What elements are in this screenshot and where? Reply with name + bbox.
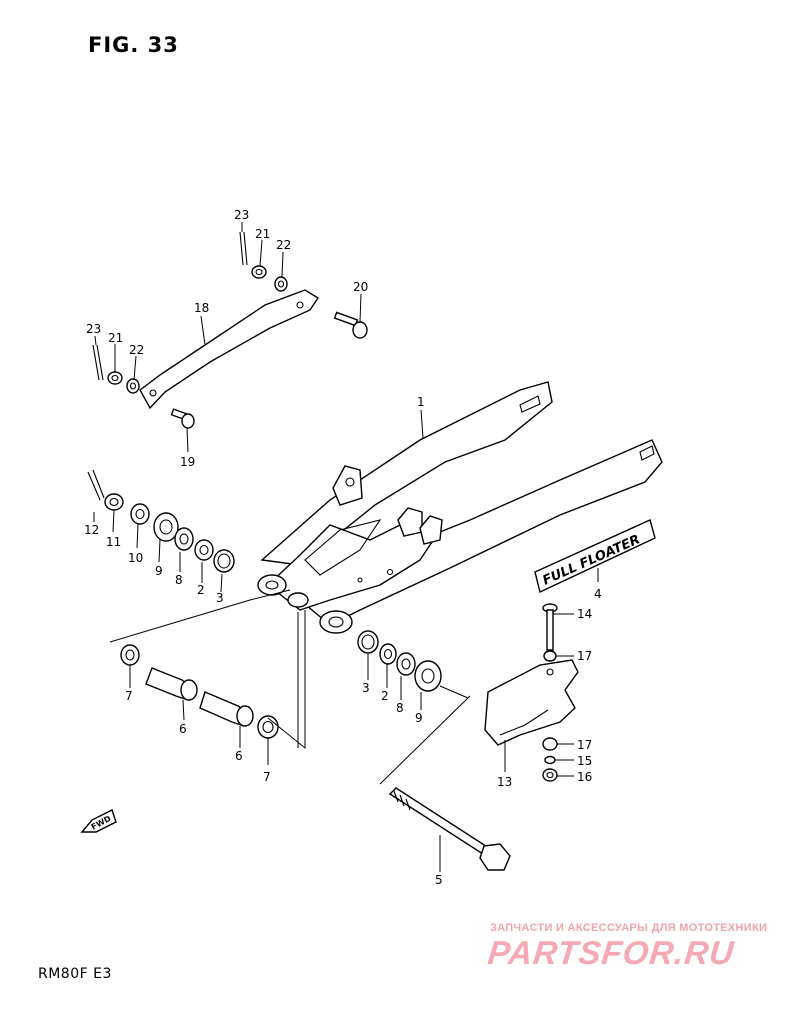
rod-bolt-19 bbox=[170, 408, 195, 429]
callout-23-upper: 23 bbox=[234, 208, 249, 222]
bearing-3-right bbox=[357, 630, 379, 654]
washer-15 bbox=[544, 755, 556, 765]
callout-10: 10 bbox=[128, 551, 143, 565]
bearing-3-left bbox=[213, 549, 235, 573]
bolt-14 bbox=[542, 603, 558, 651]
torque-link-rod bbox=[139, 289, 319, 410]
washer-10 bbox=[130, 503, 150, 525]
callout-1: 1 bbox=[417, 395, 425, 409]
callout-21-lower: 21 bbox=[108, 331, 123, 345]
callout-6-right: 6 bbox=[235, 749, 243, 763]
callout-3-right: 3 bbox=[362, 681, 370, 695]
callout-15: 15 bbox=[577, 754, 592, 768]
nut-11 bbox=[104, 493, 124, 511]
chain-guide-13 bbox=[484, 659, 579, 746]
castle-nut-21-lower bbox=[107, 371, 123, 385]
decal-text: FULL FLOATER bbox=[541, 532, 643, 588]
callout-18: 18 bbox=[194, 301, 209, 315]
seal-7-lower bbox=[257, 715, 279, 739]
callout-2-left: 2 bbox=[197, 583, 205, 597]
callout-7-lower: 7 bbox=[263, 770, 271, 784]
model-code: RM80F E3 bbox=[38, 966, 112, 982]
forward-arrow: FWD bbox=[80, 809, 117, 833]
cotter-pin-12 bbox=[87, 469, 105, 501]
swingarm bbox=[257, 381, 663, 634]
castle-nut-21-upper bbox=[251, 265, 267, 279]
callout-11: 11 bbox=[106, 535, 121, 549]
callout-5: 5 bbox=[435, 873, 443, 887]
callout-17-upper: 17 bbox=[577, 649, 592, 663]
callout-4: 4 bbox=[594, 587, 602, 601]
callout-labels: 23 21 22 20 18 23 21 22 1 19 12 11 10 9 … bbox=[84, 208, 602, 887]
callout-12: 12 bbox=[84, 523, 99, 537]
callout-22-upper: 22 bbox=[276, 238, 291, 252]
seal-9-left bbox=[153, 512, 179, 542]
callout-20: 20 bbox=[353, 280, 368, 294]
callout-22-lower: 22 bbox=[129, 343, 144, 357]
collar-17-lower bbox=[542, 737, 558, 751]
callout-13: 13 bbox=[497, 775, 512, 789]
seal-7-upper bbox=[120, 644, 140, 666]
callout-6-left: 6 bbox=[179, 722, 187, 736]
spacer-8-left bbox=[174, 527, 194, 551]
nut-16 bbox=[542, 768, 558, 782]
callout-7-upper: 7 bbox=[125, 689, 133, 703]
leader-lines bbox=[93, 222, 599, 872]
watermark-logo: PARTSFOR.RU bbox=[486, 934, 737, 971]
callout-8-left: 8 bbox=[175, 573, 183, 587]
collar-6-right bbox=[199, 691, 254, 727]
collar-6-left bbox=[145, 667, 198, 701]
callout-8-right: 8 bbox=[396, 701, 404, 715]
callout-17-lower: 17 bbox=[577, 738, 592, 752]
callout-21-upper: 21 bbox=[255, 227, 270, 241]
spacer-8-right bbox=[396, 652, 416, 676]
callout-3-left: 3 bbox=[216, 591, 224, 605]
pivot-bolt-5 bbox=[388, 787, 511, 871]
full-floater-decal: FULL FLOATER bbox=[534, 519, 656, 593]
cotter-pin-23-upper bbox=[239, 231, 248, 266]
callout-23-lower: 23 bbox=[86, 322, 101, 336]
callout-14: 14 bbox=[577, 607, 592, 621]
callout-9-left: 9 bbox=[155, 564, 163, 578]
watermark-tagline: ЗАПЧАСТИ И АКСЕССУАРЫ ДЛЯ МОТОТЕХНИКИ bbox=[490, 922, 768, 934]
callout-2-right: 2 bbox=[381, 689, 389, 703]
figure-title: FIG. 33 bbox=[88, 33, 179, 57]
washer-22-lower bbox=[126, 378, 140, 394]
bolt-20 bbox=[333, 311, 368, 339]
callout-19: 19 bbox=[180, 455, 195, 469]
washer-2-left bbox=[194, 539, 214, 561]
callout-9-right: 9 bbox=[415, 711, 423, 725]
washer-2-right bbox=[379, 643, 397, 665]
seal-9-right bbox=[414, 660, 442, 692]
collar-17-upper bbox=[543, 650, 557, 662]
washer-22-upper bbox=[274, 276, 288, 292]
cotter-pin-23-lower bbox=[92, 344, 104, 381]
callout-16: 16 bbox=[577, 770, 592, 784]
